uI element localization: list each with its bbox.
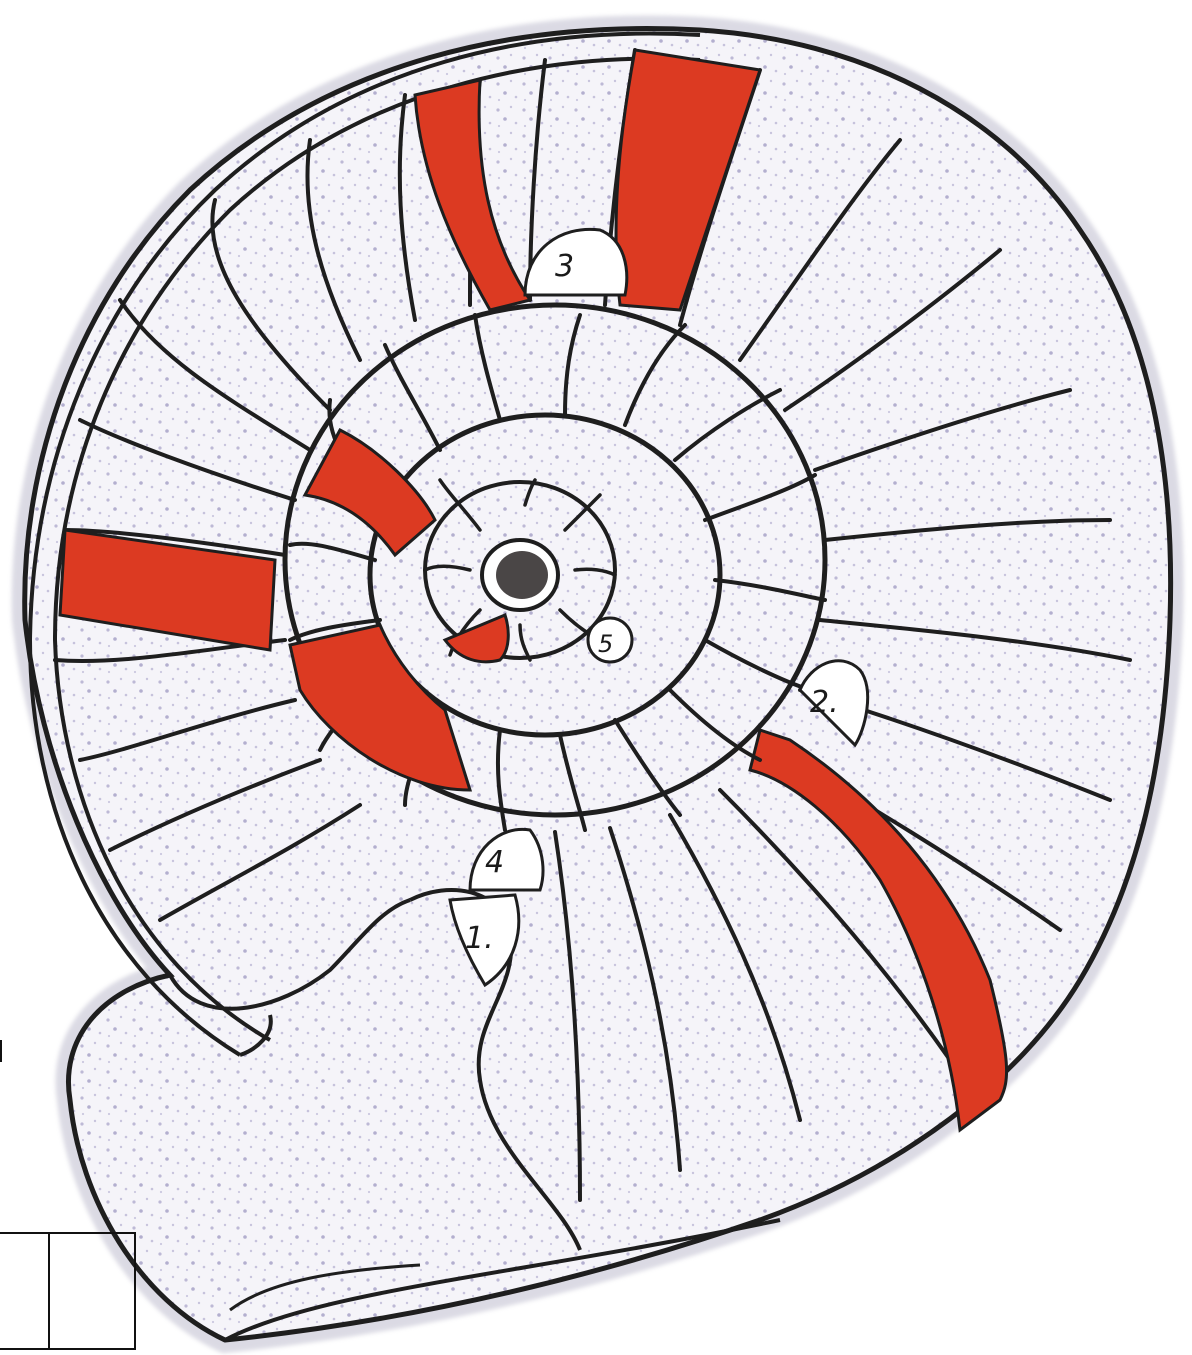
edge-mark [0,1040,6,1062]
label-5: 5 [598,630,613,658]
label-3: 3 [555,249,574,284]
answer-box-divider [48,1234,50,1348]
label-1: 1. [465,921,494,956]
label-2: 2. [810,685,839,720]
answer-box [0,1232,136,1350]
label-4: 4 [485,845,504,880]
